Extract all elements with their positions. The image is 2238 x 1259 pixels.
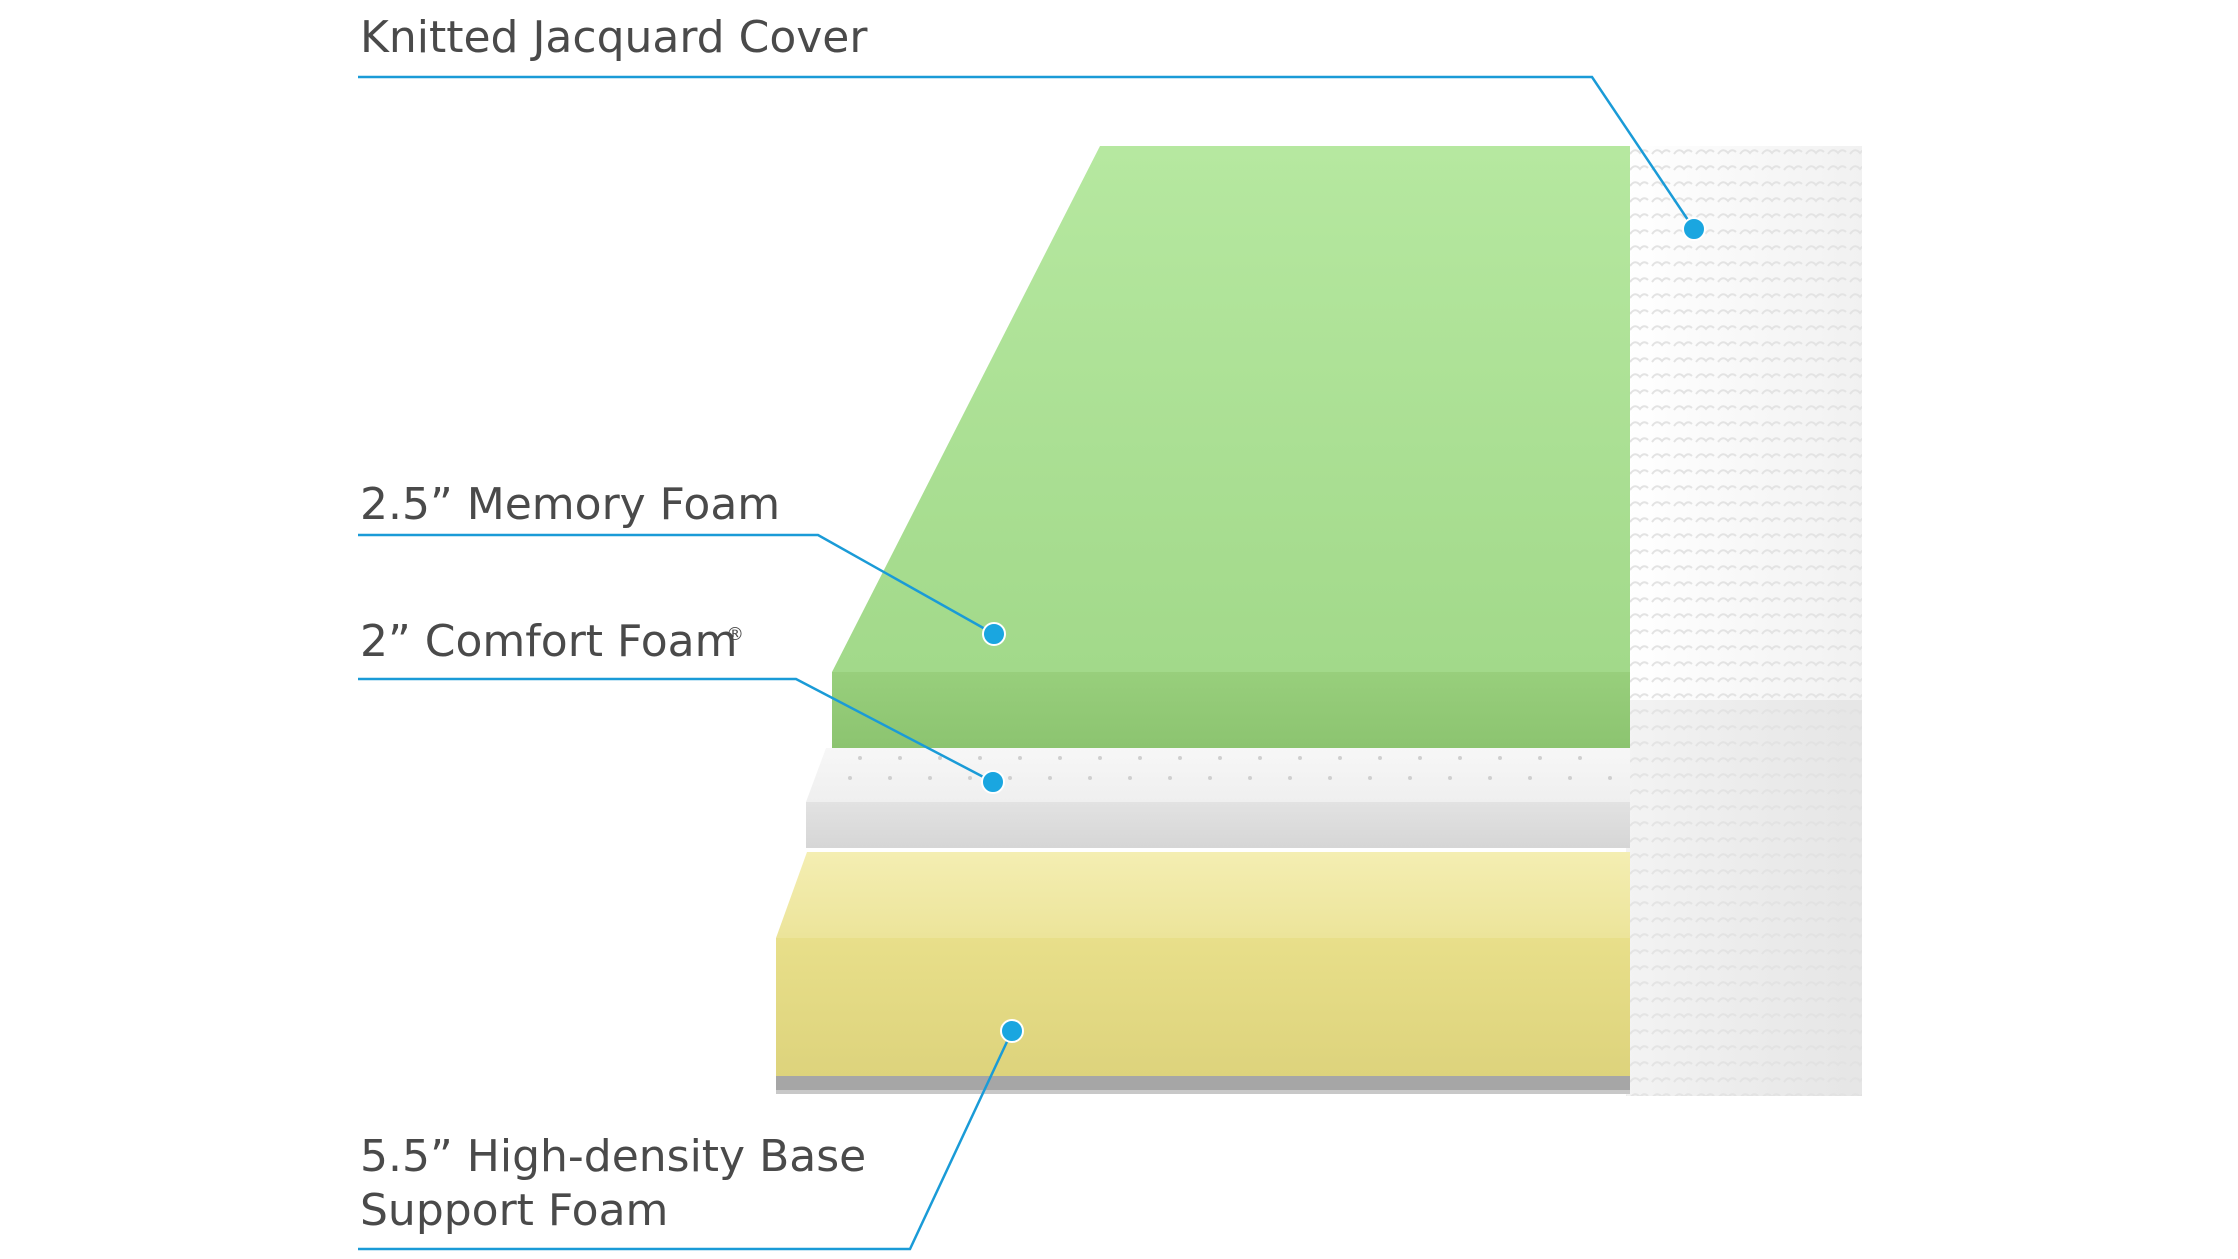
comfort-foam-layer: [806, 748, 1630, 848]
cover-leader-line: [358, 75, 1696, 230]
base-foam-top: [776, 852, 1630, 938]
comfort-foam-perforations: [848, 756, 1612, 780]
comfort-foam-registered-mark: ®: [726, 624, 744, 645]
memory-foam-marker-dot: [982, 622, 1006, 646]
leader-lines: [358, 75, 1696, 1251]
base-foam-label-line2: Support Foam: [360, 1185, 668, 1236]
memory-foam-top: [832, 146, 1630, 672]
comfort-foam-front: [806, 802, 1630, 848]
comfort-foam-label: 2” Comfort Foam: [360, 616, 738, 667]
base-foam-front: [776, 938, 1630, 1076]
memory-foam-label: 2.5” Memory Foam: [360, 479, 780, 530]
marker-dots: [981, 217, 1706, 1043]
base-foam-label-line1: 5.5” High-density Base: [360, 1131, 866, 1182]
base-foam-bottom-edge: [776, 1076, 1630, 1092]
comfort-foam-top: [806, 748, 1630, 802]
base-foam-marker-dot: [1000, 1019, 1024, 1043]
base-support-foam-layer: [776, 852, 1630, 1094]
memory-foam-leader-line: [358, 533, 995, 636]
memory-foam-front: [832, 672, 1630, 748]
memory-foam-layer: [832, 146, 1630, 748]
cover-label: Knitted Jacquard Cover: [360, 12, 868, 63]
knitted-cover: [1626, 146, 1862, 1096]
comfort-foam-leader-line: [358, 677, 994, 784]
base-foam-bottom-edge-shadow: [776, 1090, 1630, 1094]
base-foam-leader-line: [358, 1030, 1014, 1251]
cover-marker-dot: [1682, 217, 1706, 241]
comfort-foam-marker-dot: [981, 770, 1005, 794]
cover-side-texture: [1626, 700, 1862, 1096]
